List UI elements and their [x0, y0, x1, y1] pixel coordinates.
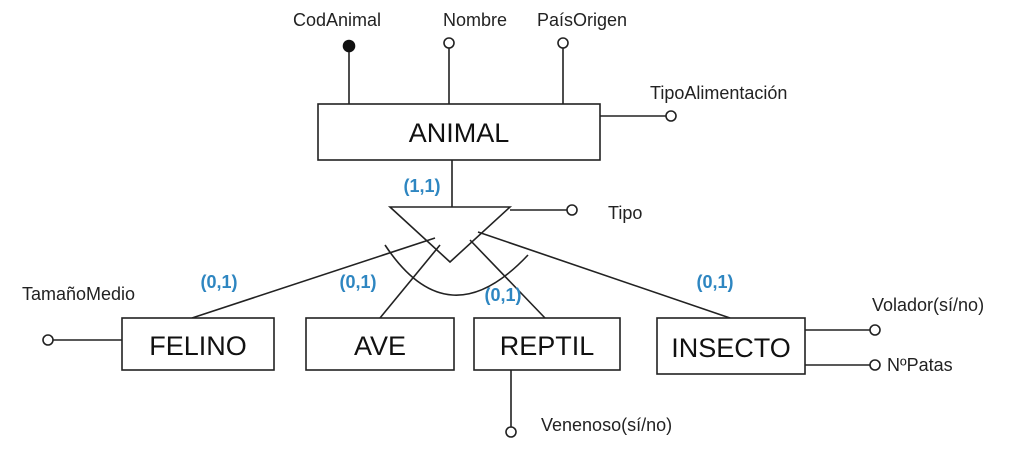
entity-felino: FELINO — [121, 317, 275, 371]
cardinality-animal: (1,1) — [403, 176, 440, 196]
entity-felino-label: FELINO — [149, 331, 247, 361]
entity-reptil: REPTIL — [473, 317, 621, 371]
attribute-marker — [665, 110, 677, 122]
attribute-paisorigen-label: PaísOrigen — [537, 10, 627, 30]
cardinality-ave: (0,1) — [339, 272, 376, 292]
entity-animal-label: ANIMAL — [409, 118, 510, 148]
attribute-tipo: Tipo — [510, 203, 642, 223]
attribute-volador: Volador(sí/no) — [805, 295, 984, 336]
cardinality-felino: (0,1) — [200, 272, 237, 292]
attribute-marker — [42, 334, 54, 346]
entity-ave-label: AVE — [354, 331, 406, 361]
entity-insecto: INSECTO — [656, 317, 806, 375]
attribute-nombre: Nombre — [443, 10, 507, 104]
attribute-marker — [566, 204, 578, 216]
attribute-tipo-label: Tipo — [608, 203, 642, 223]
attribute-nombre-label: Nombre — [443, 10, 507, 30]
subtype-connectors — [191, 231, 731, 319]
connector-ave — [379, 244, 441, 319]
entity-insecto-label: INSECTO — [671, 333, 791, 363]
attribute-numpatas: NºPatas — [805, 355, 953, 375]
entity-animal: ANIMAL — [317, 103, 601, 161]
hierarchy-triangle — [384, 206, 529, 296]
hierarchy-connector: (1,1) — [403, 160, 453, 207]
attribute-marker — [443, 37, 455, 49]
attribute-marker — [869, 359, 881, 371]
connector-felino — [191, 237, 436, 319]
connector-reptil — [469, 239, 546, 319]
cardinality-insecto: (0,1) — [696, 272, 733, 292]
attribute-tamanomedio: TamañoMedio — [22, 284, 135, 346]
entity-ave: AVE — [305, 317, 455, 371]
attribute-codanimal-label: CodAnimal — [293, 10, 381, 30]
attribute-venenoso: Venenoso(sí/no) — [505, 370, 672, 438]
attribute-venenoso-label: Venenoso(sí/no) — [541, 415, 672, 435]
entity-reptil-label: REPTIL — [500, 331, 595, 361]
attribute-numpatas-label: NºPatas — [887, 355, 953, 375]
connector-insecto — [477, 231, 731, 319]
attribute-codanimal: CodAnimal — [293, 10, 381, 104]
attribute-marker — [505, 426, 517, 438]
attribute-marker — [869, 324, 881, 336]
attribute-paisorigen: PaísOrigen — [537, 10, 627, 104]
cardinality-reptil: (0,1) — [484, 285, 521, 305]
attribute-marker — [557, 37, 569, 49]
attribute-volador-label: Volador(sí/no) — [872, 295, 984, 315]
attribute-tamanomedio-label: TamañoMedio — [22, 284, 135, 304]
attribute-tipoalimentacion-label: TipoAlimentación — [650, 83, 787, 103]
attribute-tipoalimentacion: TipoAlimentación — [600, 83, 787, 122]
key-attribute-marker — [342, 39, 356, 53]
